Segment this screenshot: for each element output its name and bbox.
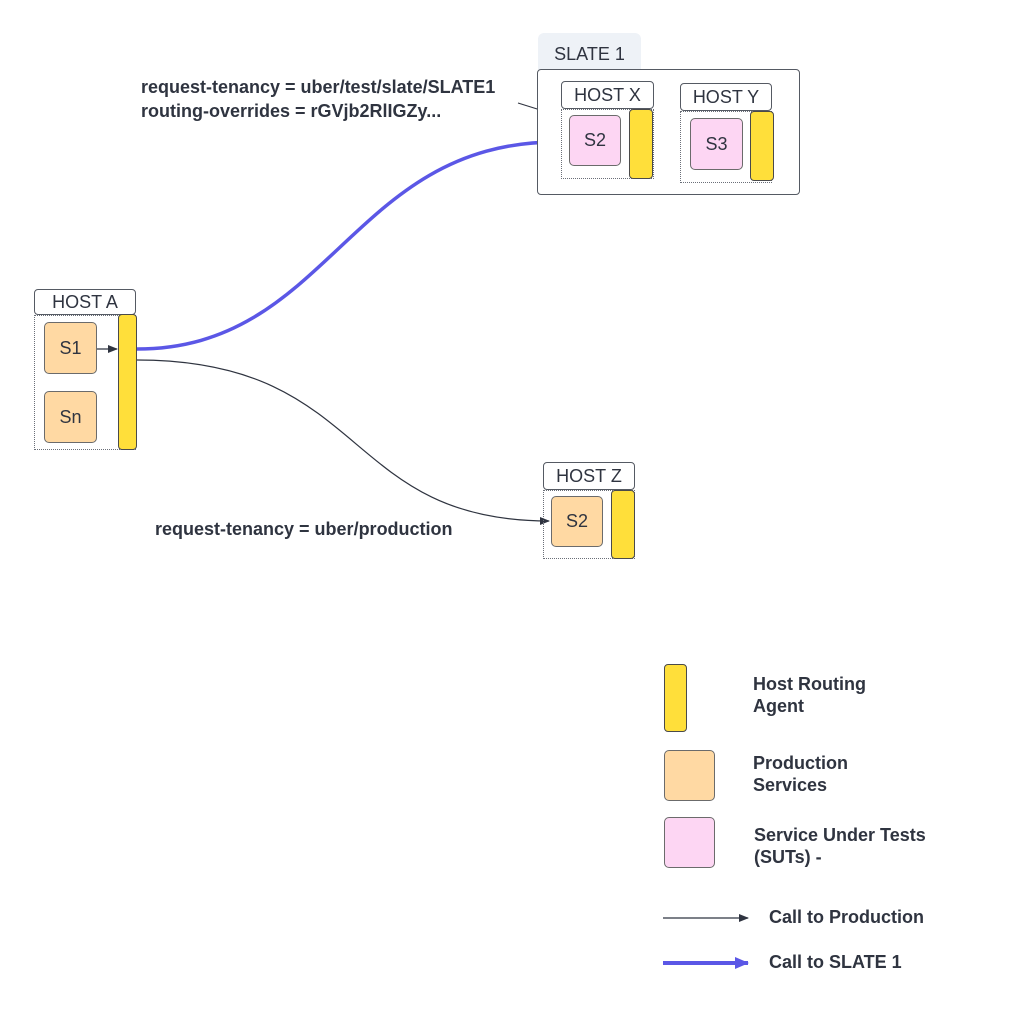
legend-production-call-label: Call to Production bbox=[769, 907, 924, 927]
host-y-service-label: S3 bbox=[705, 133, 728, 154]
host-y-label-box: HOST Y bbox=[680, 83, 772, 111]
host-a-service-sn-label: Sn bbox=[59, 406, 82, 427]
host-a-label: HOST A bbox=[52, 291, 118, 312]
legend-agent-line2: Agent bbox=[753, 696, 804, 716]
host-x-label-box: HOST X bbox=[561, 81, 654, 109]
legend-agent-label: Host Routing Agent bbox=[753, 673, 866, 717]
slate-call-arrow bbox=[136, 136, 558, 351]
host-a-routing-agent bbox=[118, 314, 137, 450]
host-x-label: HOST X bbox=[574, 84, 641, 105]
host-a-service-sn: Sn bbox=[44, 391, 97, 443]
host-a-service-s1-label: S1 bbox=[59, 337, 82, 358]
host-z-routing-agent bbox=[611, 490, 635, 559]
legend-production-label: Production Services bbox=[753, 752, 848, 796]
legend-agent-swatch bbox=[664, 664, 687, 732]
host-y-service-s3: S3 bbox=[690, 118, 743, 170]
slate-call-annotation-line2: routing-overrides = rGVjb2RlIGZy... bbox=[141, 101, 442, 121]
production-call-annotation: request-tenancy = uber/production bbox=[155, 519, 453, 539]
legend-sut-line1: Service Under Tests bbox=[754, 825, 926, 845]
host-z-service-label: S2 bbox=[565, 511, 589, 531]
host-x-service-label: S2 bbox=[583, 130, 607, 150]
slate-title-tag: SLATE 1 bbox=[538, 33, 641, 75]
legend-sut-label: Service Under Tests (SUTs) - bbox=[754, 824, 926, 868]
host-y-routing-agent bbox=[750, 111, 774, 181]
host-a-service-s1: S1 bbox=[44, 322, 97, 374]
production-call-arrow bbox=[136, 359, 550, 525]
legend-sut-line2: (SUTs) - bbox=[754, 847, 822, 867]
host-y-label: HOST Y bbox=[692, 86, 760, 107]
host-x-routing-agent bbox=[629, 109, 653, 179]
host-z-label: HOST Z bbox=[556, 465, 622, 486]
host-z-service-s2: S2 bbox=[551, 496, 603, 547]
legend-production-swatch bbox=[664, 750, 715, 801]
legend-production-line2: Services bbox=[753, 775, 828, 795]
host-x-service-s2: S2 bbox=[569, 115, 621, 166]
legend-sut-swatch bbox=[664, 817, 715, 868]
slate-title: SLATE 1 bbox=[554, 43, 625, 64]
legend-production-line1: Production bbox=[753, 753, 848, 773]
slate-call-annotation-line1: request-tenancy = uber/test/slate/SLATE1 bbox=[141, 77, 496, 97]
host-z-label-box: HOST Z bbox=[543, 462, 635, 490]
host-x-container bbox=[561, 109, 654, 179]
legend-slate-call-label: Call to SLATE 1 bbox=[769, 952, 902, 972]
legend-agent-line1: Host Routing bbox=[753, 674, 866, 694]
host-a-label-box: HOST A bbox=[34, 289, 136, 315]
